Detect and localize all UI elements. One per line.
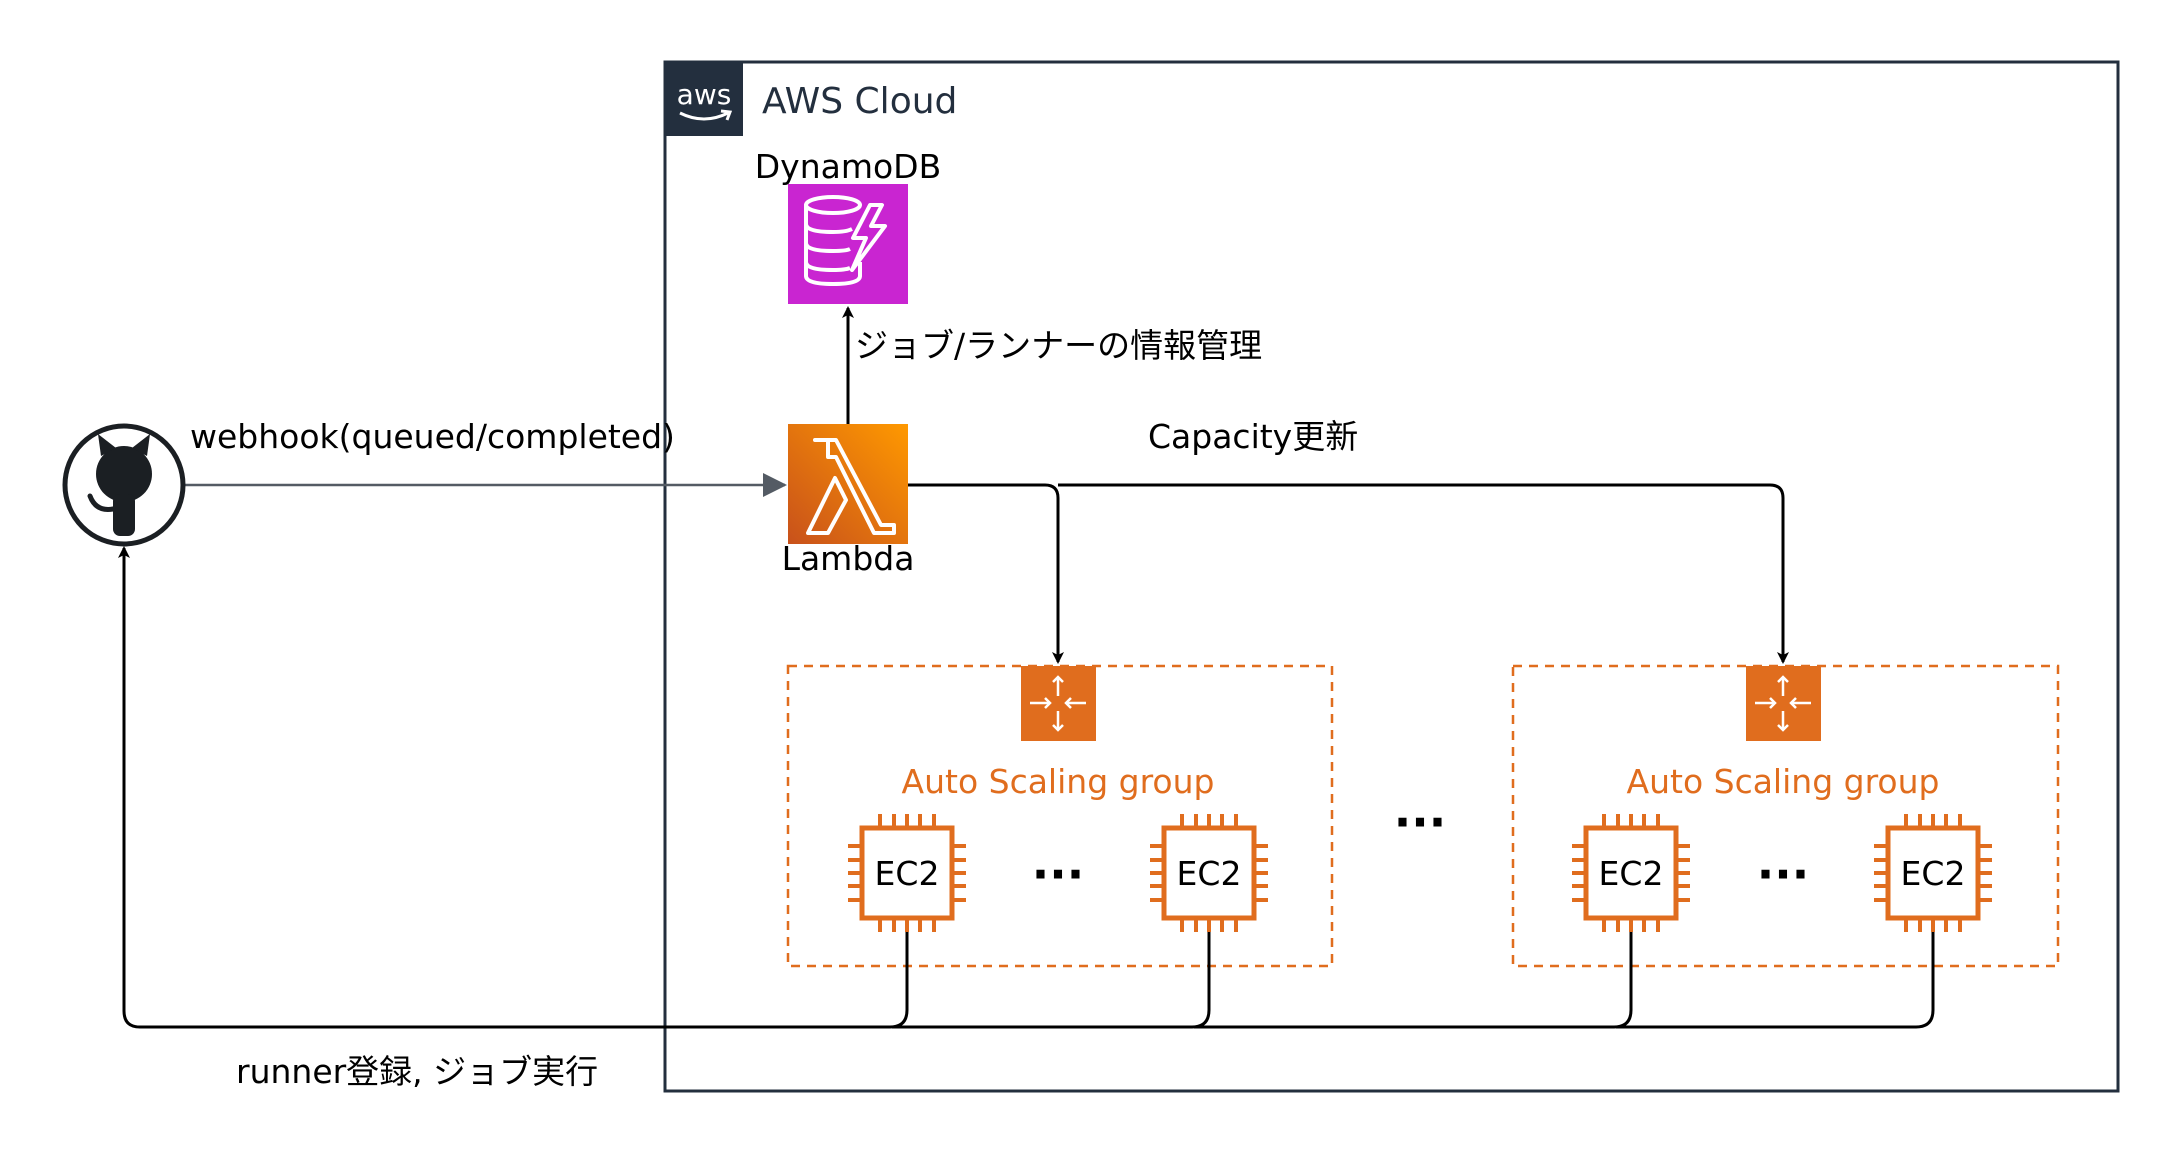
github-icon[interactable] [62,423,186,547]
group-ellipsis: ··· [1394,795,1446,849]
ec2-instance-icon[interactable]: EC2 [1150,814,1268,932]
aws-cloud-border [663,60,2120,1093]
capacity-edge-2 [1058,483,1789,664]
aws-cloud-label: AWS Cloud [762,81,957,122]
webhook-label: webhook(queued/completed) [190,417,675,456]
asg-group-1-instance-ellipsis: ··· [1032,847,1084,901]
asg-group-2-label: Auto Scaling group [1627,762,1940,801]
lambda-icon[interactable] [788,424,908,544]
ec2-instance-icon[interactable]: EC2 [1874,814,1992,932]
ec2-label: EC2 [1901,854,1966,893]
runner-edge-4 [1616,932,1935,1029]
ec2-instance-icon[interactable]: EC2 [848,814,966,932]
ec2-instance-icon[interactable]: EC2 [1572,814,1690,932]
runner-edge-2 [892,932,1211,1029]
auto-scaling-icon[interactable] [1021,666,1096,741]
dynamodb-label: DynamoDB [755,147,941,186]
aws-cloud-group: aws AWS Cloud [663,60,2120,1093]
capacity-label: Capacity更新 [1148,417,1358,456]
aws-logo-text: aws [677,78,732,111]
asg-group-1-label: Auto Scaling group [902,762,1215,801]
ec2-layer: EC2 EC2 EC2 EC2 [848,814,1992,932]
dynamodb-icon[interactable] [788,184,908,304]
ec2-label: EC2 [1177,854,1242,893]
lambda-label: Lambda [782,539,915,578]
asg-group-2-instance-ellipsis: ··· [1757,847,1809,901]
ec2-label: EC2 [875,854,940,893]
edges [118,306,1935,1029]
capacity-edge-1 [908,483,1064,664]
runner-edge-3 [1194,932,1633,1029]
aws-logo-icon: aws [665,62,743,136]
job-info-label: ジョブ/ランナーの情報管理 [855,326,1262,365]
ec2-label: EC2 [1599,854,1664,893]
auto-scaling-icon[interactable] [1746,666,1821,741]
runner-label: runner登録, ジョブ実行 [236,1052,598,1091]
runner-edge-1 [118,546,909,1029]
